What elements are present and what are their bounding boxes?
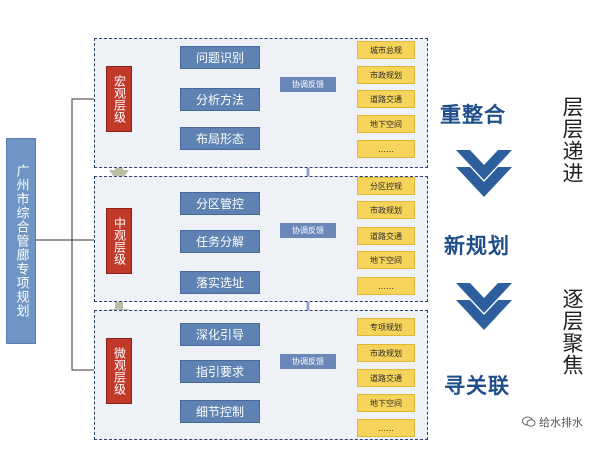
- root-box: 广州市综合管廊专项规划: [6, 138, 36, 344]
- level-macro: 宏观层级: [106, 66, 132, 132]
- chevron-down-icon: [456, 150, 512, 330]
- feedback-box: 协调反馈: [280, 223, 336, 238]
- plan-item: ……: [357, 277, 415, 295]
- plan-item: 地下空间: [357, 394, 415, 412]
- plan-item: 专项规划: [357, 318, 415, 336]
- plan-item: 市政规划: [357, 66, 415, 84]
- plan-item: 地下空间: [357, 115, 415, 133]
- feedback-box: 协调反馈: [280, 77, 336, 92]
- plan-item: 市政规划: [357, 201, 415, 219]
- headline-new-planning: 新规划: [444, 234, 510, 258]
- side-text-progressive: 层层递进: [560, 96, 584, 184]
- plan-item: 道路交通: [357, 227, 415, 245]
- plan-item: ……: [357, 140, 415, 158]
- wechat-icon: [522, 416, 536, 427]
- plan-item: ……: [357, 419, 415, 437]
- level-micro: 微观层级: [106, 338, 132, 404]
- mid-box: 布局形态: [180, 127, 260, 150]
- level-meso: 中观层级: [106, 208, 132, 274]
- mid-box: 落实选址: [180, 271, 260, 294]
- plan-item: 道路交通: [357, 90, 415, 108]
- plan-item: 道路交通: [357, 369, 415, 387]
- watermark: 给水排水: [522, 414, 583, 430]
- side-text-focus: 逐层聚焦: [560, 288, 584, 376]
- mid-box: 问题识别: [180, 46, 260, 69]
- headline-find-links: 寻关联: [444, 374, 510, 398]
- plan-item: 地下空间: [357, 251, 415, 269]
- mid-box: 细节控制: [180, 400, 260, 423]
- mid-box: 任务分解: [180, 230, 260, 253]
- plan-item: 市政规划: [357, 344, 415, 362]
- plan-item: 分区控规: [357, 177, 415, 195]
- watermark-text: 给水排水: [539, 416, 583, 429]
- mid-box: 指引要求: [180, 360, 260, 383]
- headline-reintegrate: 重整合: [440, 103, 506, 127]
- mid-box: 分区管控: [180, 192, 260, 215]
- mid-box: 深化引导: [180, 323, 260, 346]
- plan-item: 城市总规: [357, 41, 415, 59]
- feedback-box: 协调反馈: [280, 354, 336, 369]
- mid-box: 分析方法: [180, 88, 260, 111]
